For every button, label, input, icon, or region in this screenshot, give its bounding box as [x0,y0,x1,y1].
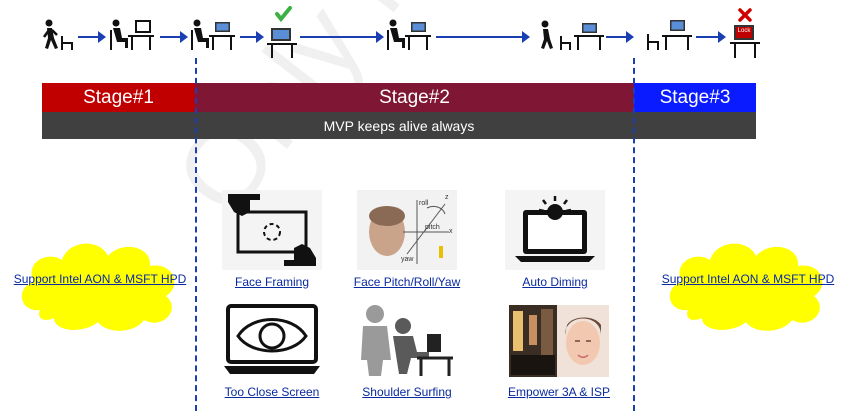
too-close-link[interactable]: Too Close Screen [224,385,320,399]
mvp-bar: MVP keeps alive always [42,112,756,139]
arrow-3 [240,31,264,43]
walking-person-icon [40,18,80,58]
pose-axis-pitch: pitch [425,224,440,231]
laptop-locked-icon: Lock [728,6,762,60]
stage-divider-right [633,58,635,411]
face-framing-link[interactable]: Face Framing [234,275,310,289]
cloud-left-link[interactable]: Support Intel AON & MSFT HPD [13,272,187,286]
arrow-1 [78,31,106,43]
face-framing-icon [222,190,322,270]
arrow-5 [436,31,530,43]
laptop-authorized-icon [265,6,299,60]
arrow-2 [160,31,188,43]
stage-2-bar: Stage#2 [195,83,634,112]
empower-link[interactable]: Empower 3A & ISP [507,385,611,399]
auto-dimming-icon [505,190,605,270]
person-at-laptop-icon [189,16,237,56]
auto-dimming-link[interactable]: Auto Diming [522,275,588,289]
shoulder-surfing-link[interactable]: Shoulder Surfing [362,385,452,399]
arrow-4 [300,31,384,43]
face-pose-icon: roll z pitch x yaw [357,190,457,270]
person-at-laptop-icon-2 [385,16,433,56]
too-close-icon [222,300,322,380]
stage-3-bar: Stage#3 [634,83,756,112]
stage-divider-left [195,58,197,411]
presence-timeline: Lock [0,0,848,70]
lock-label: Lock [737,28,751,34]
arrow-7 [696,31,726,43]
cloud-right: Support Intel AON & MSFT HPD [658,230,838,334]
cloud-left: Support Intel AON & MSFT HPD [10,230,190,334]
shoulder-surfing-icon [357,300,457,380]
empty-desk-icon [644,16,694,56]
cloud-right-link[interactable]: Support Intel AON & MSFT HPD [661,272,835,286]
pose-axis-x: x [449,228,453,235]
stage-1-bar: Stage#1 [42,83,195,112]
pose-axis-z: z [445,194,449,201]
face-pose-link[interactable]: Face Pitch/Roll/Yaw [353,275,461,289]
pose-axis-yaw: yaw [401,256,414,263]
person-leaving-icon [536,16,606,56]
empower-photo-icon [509,305,609,377]
person-at-desktop-icon [108,16,156,56]
arrow-6 [606,31,634,43]
pose-axis-roll: roll [419,200,429,207]
